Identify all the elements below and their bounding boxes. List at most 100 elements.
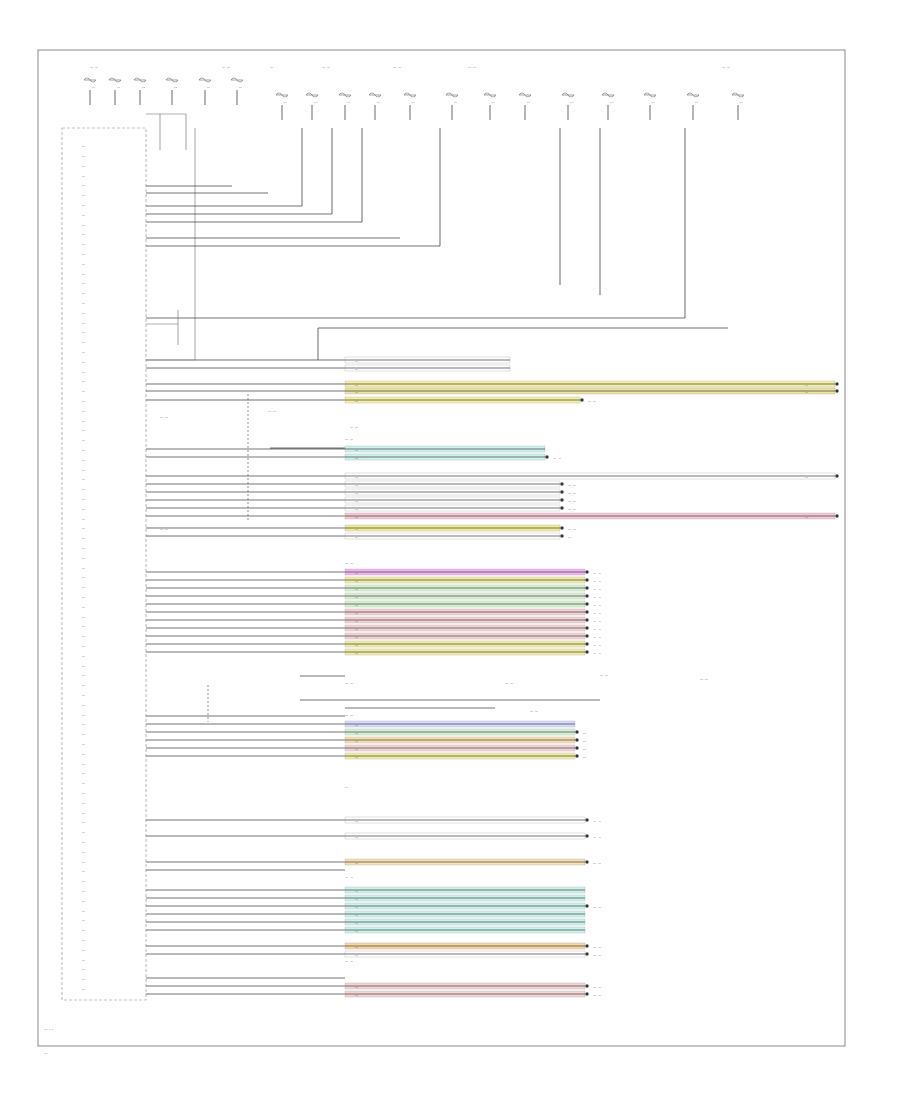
fuse: ... — [305, 92, 319, 120]
fuse: ... — [108, 77, 122, 105]
pin-label: ... — [82, 654, 85, 658]
wire-code: ... — [355, 534, 358, 538]
fuse-label: ... — [610, 100, 613, 104]
annotation: ... ... — [700, 677, 708, 681]
annotation: ... ... — [505, 681, 513, 685]
wire: ... — [146, 926, 586, 934]
connector-dot — [575, 754, 579, 758]
wire-code: ... — [355, 992, 358, 996]
connector-dot — [560, 534, 564, 538]
wire-code: ... — [355, 642, 358, 646]
connector-dot — [560, 526, 564, 530]
control-module-box — [61, 127, 147, 1001]
fuse-label: ... — [92, 85, 95, 89]
pin-label: ... — [82, 683, 85, 687]
annotation: ... ... — [268, 409, 276, 413]
wire: ...... ... — [146, 504, 576, 512]
fuse: ... — [643, 92, 657, 120]
pin-label: ... — [82, 585, 85, 589]
pin-label: ... — [82, 399, 85, 403]
wire: ...... ... — [146, 584, 601, 592]
pin-label: ... — [82, 350, 85, 354]
diagram-frame — [37, 49, 846, 1047]
wire: ...... ... — [146, 592, 601, 600]
wire: ...... ... — [146, 488, 576, 496]
wire: ... — [146, 445, 546, 453]
connector-dot — [585, 586, 589, 590]
pin-label: ... — [82, 624, 85, 628]
wire-destination: ... ... — [593, 992, 601, 996]
fuse: ... — [275, 92, 289, 120]
wire-code: ... — [355, 860, 358, 864]
wire: ...... — [146, 380, 839, 388]
pin-label: ... — [82, 536, 85, 540]
wire: ...... — [146, 728, 586, 736]
connector-dot — [585, 570, 589, 574]
wire-destination: ... — [583, 754, 586, 758]
pin-label: ... — [82, 320, 85, 324]
fuse-block-label: ... ... — [722, 65, 730, 69]
connector-dot — [575, 730, 579, 734]
wire: ...... ... — [146, 616, 601, 624]
pin-label: ... — [82, 154, 85, 158]
fuse: ... — [198, 77, 212, 105]
annotation: ... ... — [530, 709, 538, 713]
wire-code: ... — [355, 920, 358, 924]
connector-dot — [580, 398, 584, 402]
wire: ...... ... — [146, 524, 576, 532]
fuse-label: ... — [492, 100, 495, 104]
wire-destination: ... — [805, 474, 808, 478]
pin-label: ... — [82, 144, 85, 148]
pin-label: ... — [82, 556, 85, 560]
annotation: ... ... — [345, 959, 353, 963]
pin-label: ... — [82, 330, 85, 334]
pin-label: ... — [82, 879, 85, 883]
pin-label: ... — [82, 967, 85, 971]
wire-code: ... — [355, 389, 358, 393]
wire-code: ... — [355, 626, 358, 630]
wire-code: ... — [355, 818, 358, 822]
wire: ...... ... — [146, 608, 601, 616]
pin-label: ... — [82, 918, 85, 922]
pin-label: ... — [82, 203, 85, 207]
pin-label: ... — [82, 526, 85, 530]
fuse-block-label: ... — [270, 65, 273, 69]
wire: ...... — [146, 532, 571, 540]
connector-dot — [560, 490, 564, 494]
wire: ... — [146, 356, 511, 364]
fuse-label: ... — [652, 100, 655, 104]
wire-destination: ... ... — [553, 455, 561, 459]
connector-dot — [560, 498, 564, 502]
connector-dot — [585, 992, 589, 996]
wire-destination: ... ... — [593, 904, 601, 908]
pin-label: ... — [82, 379, 85, 383]
pin-label: ... — [82, 938, 85, 942]
pin-label: ... — [82, 213, 85, 217]
pin-label: ... — [82, 663, 85, 667]
pin-label: ... — [82, 987, 85, 991]
pin-label: ... — [82, 183, 85, 187]
pin-label: ... — [82, 742, 85, 746]
pin-label: ... — [82, 497, 85, 501]
wire: ... — [146, 910, 586, 918]
wire-code: ... — [355, 984, 358, 988]
wire-code: ... — [355, 358, 358, 362]
pin-label: ... — [82, 761, 85, 765]
wire-code: ... — [355, 398, 358, 402]
connector-dot — [835, 382, 839, 386]
annotation: ... ... — [160, 527, 168, 531]
pin-label: ... — [82, 458, 85, 462]
wire: ...... ... — [146, 576, 601, 584]
fuse: ... — [686, 92, 700, 120]
connector-dot — [585, 650, 589, 654]
pin-label: ... — [82, 428, 85, 432]
wire: ...... — [146, 752, 586, 760]
wire-destination: ... ... — [593, 634, 601, 638]
fuse-label: ... — [527, 100, 530, 104]
wire: ...... — [146, 736, 586, 744]
fuse-label: ... — [454, 100, 457, 104]
fuse-label: ... — [740, 100, 743, 104]
pin-label: ... — [82, 516, 85, 520]
connector-dot — [585, 610, 589, 614]
